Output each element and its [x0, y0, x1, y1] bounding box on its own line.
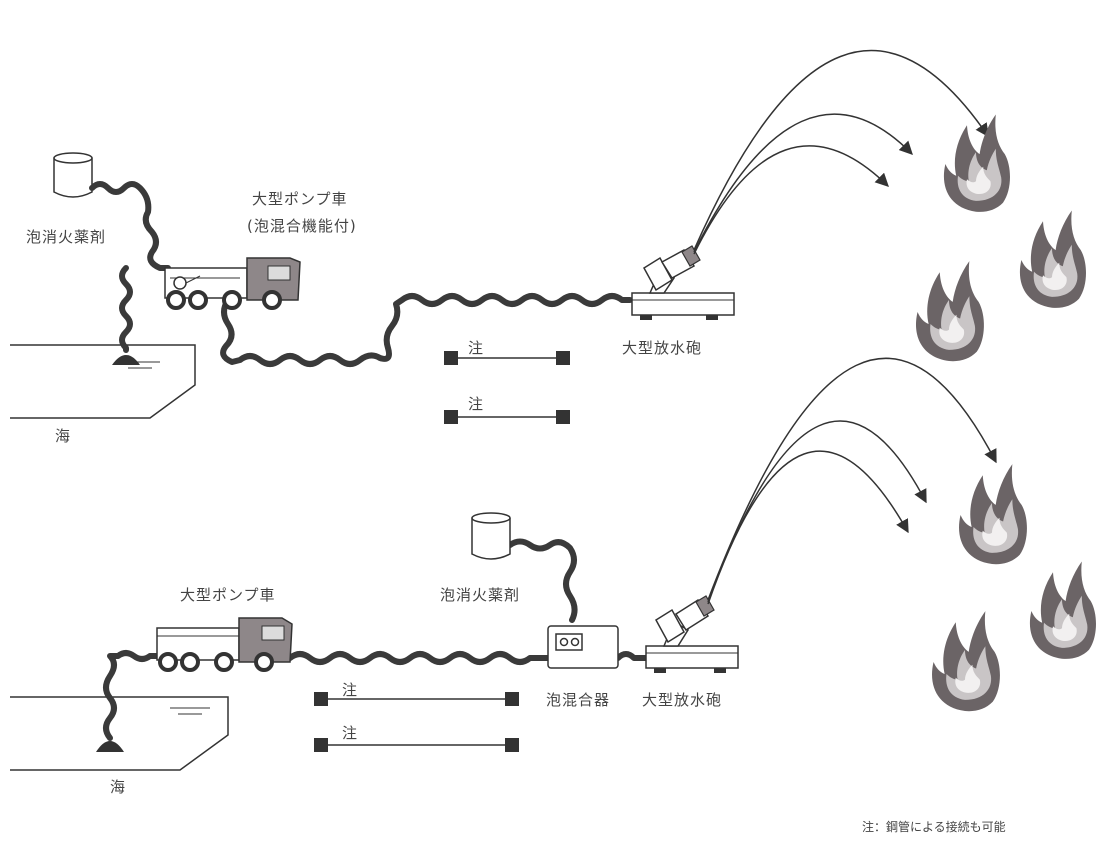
sea-bottom: [10, 696, 229, 771]
bottom-scenario: 海 大型ポンプ車 泡消火薬剤: [10, 357, 1096, 796]
flame-top-2: [1019, 210, 1086, 308]
note-pipe-top-1: [444, 351, 570, 365]
foam-agent-tank-bottom: [471, 512, 511, 560]
note-pipe-bottom-2: [314, 738, 519, 752]
foot-valve-bottom: [96, 741, 124, 752]
water-cannon-bottom: [645, 595, 739, 673]
water-trajectory-top: [693, 49, 989, 255]
note-mark-top-2: 注: [468, 395, 484, 413]
foam-agent-tank-top: [53, 152, 93, 198]
sea-label-top: 海: [55, 427, 71, 445]
footnote: 注：鋼管による接続も可能: [862, 819, 1006, 834]
water-trajectory-bottom: [707, 357, 997, 605]
note-mark-bottom-2: 注: [342, 724, 358, 742]
foam-mixer: [547, 625, 619, 669]
note-mark-bottom-1: 注: [342, 681, 358, 699]
flame-top-3: [916, 261, 984, 362]
flame-top-1: [943, 114, 1010, 212]
foam-agent-label-bottom: 泡消火薬剤: [440, 586, 520, 604]
pump-truck-top: [164, 257, 301, 310]
foam-mixer-label: 泡混合器: [546, 691, 610, 709]
sea-top: [10, 344, 196, 419]
pump-truck-sublabel-top: (泡混合機能付): [247, 217, 357, 235]
flame-bottom-1: [959, 464, 1027, 565]
water-cannon-label-top: 大型放水砲: [622, 339, 702, 357]
foam-agent-label-top: 泡消火薬剤: [26, 228, 106, 246]
note-pipe-bottom-1: [314, 692, 519, 706]
foot-valve-top: [112, 355, 140, 365]
sea-label-bottom: 海: [110, 778, 126, 796]
top-scenario: 海 泡消火薬剤 大型ポンプ車 (泡混合機能付): [10, 49, 1086, 445]
note-mark-top-1: 注: [468, 339, 484, 357]
flame-bottom-3: [932, 611, 1000, 712]
hose-top: [89, 181, 633, 367]
pump-truck-bottom: [156, 617, 293, 672]
note-pipe-top-2: [444, 410, 570, 424]
water-cannon-top: [631, 245, 735, 320]
flames-top: [916, 114, 1086, 362]
flames-bottom: [932, 464, 1096, 712]
flame-bottom-2: [1029, 561, 1096, 659]
water-cannon-label-bottom: 大型放水砲: [642, 691, 722, 709]
pump-truck-label-bottom: 大型ポンプ車: [180, 586, 276, 604]
hose-bottom: [103, 538, 649, 741]
pump-truck-label-top: 大型ポンプ車: [252, 190, 348, 208]
